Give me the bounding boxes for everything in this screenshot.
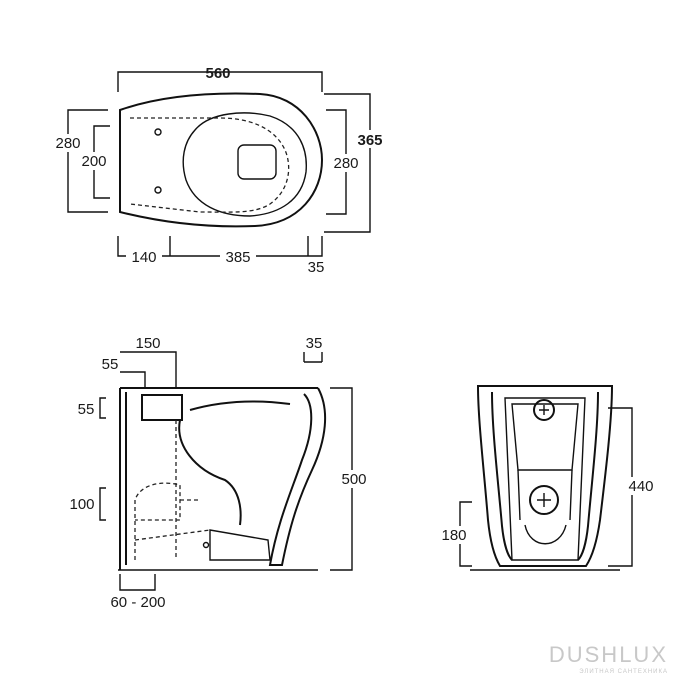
top-view-outline xyxy=(119,92,324,228)
dim-height: 500 xyxy=(341,471,366,488)
dim-line-left-outer xyxy=(67,109,108,213)
dim-bottom-a: 140 xyxy=(131,249,156,266)
side-trap xyxy=(178,400,291,526)
dim-line-top-width xyxy=(120,351,177,388)
dim-bottom-range: 60 - 200 xyxy=(110,594,165,611)
front-frame xyxy=(504,397,586,561)
dim-left-b: 100 xyxy=(69,496,94,513)
fixing-hole-lower xyxy=(154,186,162,194)
side-front-profile xyxy=(268,387,327,566)
dim-rim-offset: 35 xyxy=(306,335,323,352)
dim-left-a: 55 xyxy=(78,401,95,418)
front-upper-inlet xyxy=(533,399,555,421)
dim-right-outer: 365 xyxy=(357,132,382,149)
front-outline xyxy=(476,385,614,567)
side-inlet xyxy=(141,394,183,421)
dim-front-height: 440 xyxy=(628,478,653,495)
dim-width-overall: 560 xyxy=(205,65,230,82)
dim-line-width xyxy=(117,71,323,92)
dim-right-inner: 280 xyxy=(333,155,358,172)
top-view: 560 280 200 365 280 140 385 35 xyxy=(50,65,388,276)
fixing-hole-upper xyxy=(154,128,162,136)
side-view: 150 55 35 55 100 500 60 - 200 xyxy=(69,335,372,611)
front-view: 440 180 xyxy=(436,385,656,571)
dim-top-width: 150 xyxy=(135,335,160,352)
dim-left-inner: 200 xyxy=(81,153,106,170)
dim-top-offset: 55 xyxy=(102,356,119,373)
dim-bottom-b: 385 xyxy=(225,249,250,266)
dim-bottom-c: 35 xyxy=(308,259,325,276)
dim-inlet-height: 180 xyxy=(441,527,466,544)
front-lower-inlet xyxy=(529,485,559,515)
top-view-seat xyxy=(182,112,307,217)
dim-line-right-outer xyxy=(324,93,371,233)
top-view-bowl-hidden xyxy=(129,117,290,213)
dim-left-outer: 280 xyxy=(55,135,80,152)
top-view-outlet xyxy=(237,144,277,180)
watermark-brand: DUSHLUX xyxy=(549,642,668,667)
watermark-tagline: ЭЛИТНАЯ САНТЕХНИКА xyxy=(579,669,668,675)
